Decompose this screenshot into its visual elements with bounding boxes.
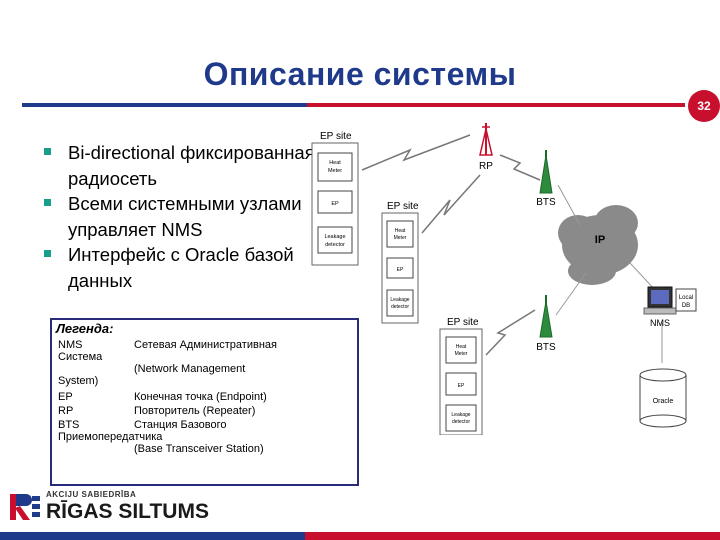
oracle-label: Oracle — [653, 398, 674, 405]
local-db-text: DB — [682, 303, 690, 309]
company-logo: AKCIJU SABIEDRĪBA RĪGAS SILTUMS — [8, 488, 228, 528]
rp-tower-icon — [479, 123, 493, 156]
heat-meter-text: Meter — [328, 168, 342, 174]
footer-bar-red — [305, 532, 720, 540]
heat-meter-box — [386, 220, 414, 248]
bullet-item: Bi-directional фиксированная радиосеть — [40, 140, 320, 191]
bullet-item: Интерфейс с Oracle базой данных — [40, 242, 320, 293]
network-diagram: EP site Heat Meter EP Leakage detector E… — [311, 123, 697, 435]
oracle-database-icon — [639, 368, 687, 428]
title-rule-red — [307, 103, 685, 107]
leakage-text: detector — [325, 242, 345, 248]
legend-title: Легенда: — [56, 321, 114, 336]
heat-meter-text: Meter — [394, 235, 407, 241]
legend-box: Легенда: NMS Сетевая Административная Си… — [50, 318, 359, 486]
legend-abbr: NMS — [58, 339, 83, 351]
bullet-text: Всеми системными узлами управляет NMS — [68, 193, 302, 240]
radio-link-bolt — [499, 154, 541, 181]
bullet-text: Bi-directional фиксированная радиосеть — [68, 142, 315, 189]
legend-definition: Станция Базового — [134, 419, 227, 431]
ep-box — [445, 372, 477, 396]
rs-logo-icon — [10, 494, 40, 520]
square-bullet-icon — [44, 148, 51, 155]
ep-site-label: EP site — [320, 131, 352, 142]
legend-definition: System) — [58, 375, 99, 387]
page-number-badge: 32 — [688, 90, 720, 122]
bullet-list: Bi-directional фиксированная радиосеть В… — [40, 140, 320, 293]
legend-definition: Система — [58, 351, 103, 363]
leakage-text: Leakage — [390, 297, 409, 303]
bts-label: BTS — [536, 197, 556, 208]
square-bullet-icon — [44, 250, 51, 257]
legend-definition: (Network Management — [134, 363, 246, 375]
local-db-icon — [675, 288, 697, 312]
radio-link-bolt — [421, 174, 481, 234]
heat-meter-box — [445, 336, 477, 364]
ip-cloud-icon — [558, 205, 638, 285]
bullet-text: Интерфейс с Oracle базой данных — [68, 244, 294, 291]
legend-row-ep: EP Конечная точка (Endpoint) — [56, 390, 353, 404]
heat-meter-box — [317, 152, 353, 182]
ep-box-text: EP — [397, 267, 404, 273]
title-rule-blue — [22, 103, 307, 107]
leakage-text: detector — [391, 304, 409, 310]
nms-label: NMS — [650, 318, 670, 328]
slide-title: Описание системы — [203, 56, 517, 92]
leakage-text: Leakage — [451, 412, 470, 418]
legend-row-rp: RP Повторитель (Repeater) — [56, 404, 353, 418]
legend-row-bts: BTS Станция Базового Приемопередатчика (… — [56, 418, 353, 460]
square-bullet-icon — [44, 199, 51, 206]
ip-label: IP — [595, 234, 605, 246]
heat-meter-text: Meter — [455, 351, 468, 357]
footer-bar-blue — [0, 532, 305, 540]
rp-label: RP — [479, 161, 493, 172]
legend-row-nms: NMS Сетевая Административная Система (Ne… — [56, 338, 353, 390]
leakage-detector-box — [386, 289, 414, 317]
ep-box — [317, 190, 353, 214]
local-db-text: Local — [679, 295, 693, 301]
legend-abbr: EP — [58, 391, 73, 403]
ep-box-text: EP — [458, 383, 465, 389]
connection-line — [557, 184, 581, 226]
connection-line — [555, 272, 587, 316]
legend-abbr: BTS — [58, 419, 80, 431]
logo-tagline: AKCIJU SABIEDRĪBA — [46, 490, 137, 499]
legend-abbr: RP — [58, 405, 74, 417]
bts-label: BTS — [536, 342, 556, 353]
ep-box — [386, 257, 414, 279]
leakage-text: detector — [452, 419, 470, 425]
heat-meter-text: Heat — [329, 160, 341, 166]
legend-definition: Сетевая Административная — [134, 339, 277, 351]
connection-line — [629, 262, 656, 291]
bullet-item: Всеми системными узлами управляет NMS — [40, 191, 320, 242]
radio-link-bolt — [485, 309, 536, 356]
legend-definition: Повторитель (Repeater) — [134, 405, 256, 417]
leakage-detector-box — [445, 404, 477, 432]
ep-box-text: EP — [331, 201, 339, 207]
legend-definition: (Base Transceiver Station) — [134, 443, 264, 455]
leakage-detector-box — [317, 226, 353, 254]
ep-site-label: EP site — [387, 201, 419, 212]
radio-link-bolt — [361, 134, 471, 171]
legend-definition: Приемопередатчика — [58, 431, 163, 443]
logo-wordmark: RĪGAS SILTUMS — [46, 500, 209, 523]
legend-definition: Конечная точка (Endpoint) — [134, 391, 267, 403]
leakage-text: Leakage — [324, 234, 345, 240]
bts-tower-icon — [539, 295, 553, 338]
nms-computer-icon — [643, 286, 677, 315]
heat-meter-text: Heat — [395, 228, 406, 234]
bts-tower-icon — [539, 150, 553, 194]
heat-meter-text: Heat — [456, 344, 467, 350]
ep-site-label: EP site — [447, 317, 479, 328]
